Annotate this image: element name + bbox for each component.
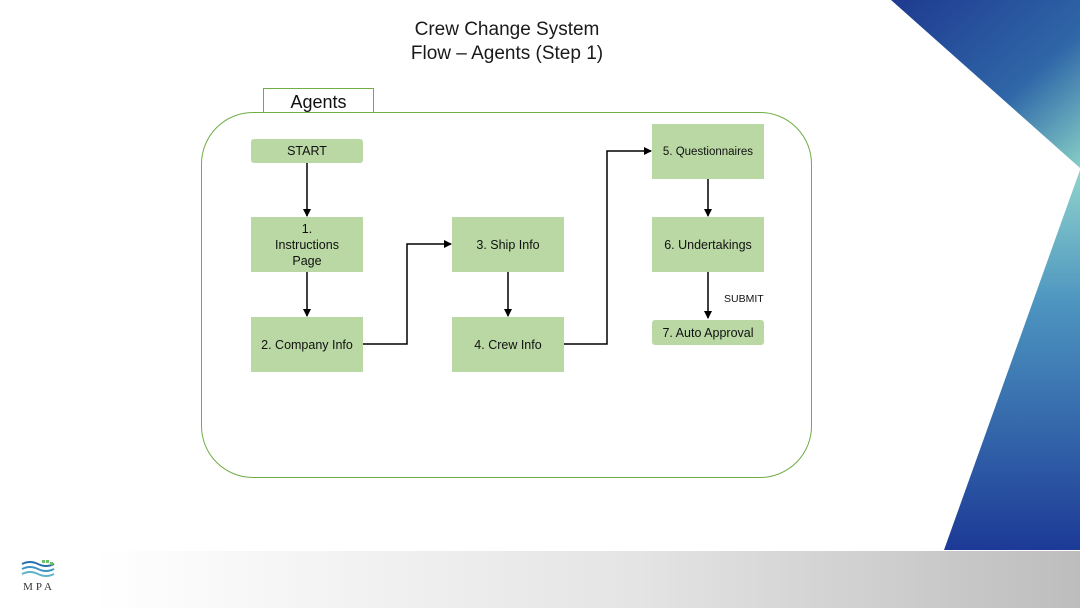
node-crew-info: 4. Crew Info [452, 317, 564, 372]
mpa-logo-icon [21, 560, 55, 577]
mpa-logo-text: MPA [23, 581, 55, 593]
node-auto-approval: 7. Auto Approval [652, 320, 764, 345]
node-questionnaires: 5. Questionnaires [652, 124, 764, 179]
top-right-accent [891, 0, 1080, 168]
agents-group-container [201, 112, 812, 478]
bottom-right-accent [944, 170, 1080, 550]
agents-group-label: Agents [263, 88, 374, 112]
diagram-title-line-2: Flow – Agents (Step 1) [410, 43, 604, 64]
node-instructions-page: 1. Instructions Page [251, 217, 363, 272]
diagram-title-line-1: Crew Change System [414, 19, 600, 40]
node-start: START [251, 139, 363, 163]
edge-label-submit: SUBMIT [724, 293, 764, 305]
node-ship-info: 3. Ship Info [452, 217, 564, 272]
footer-bar [94, 551, 1080, 608]
node-company-info: 2. Company Info [251, 317, 363, 372]
node-undertakings: 6. Undertakings [652, 217, 764, 272]
